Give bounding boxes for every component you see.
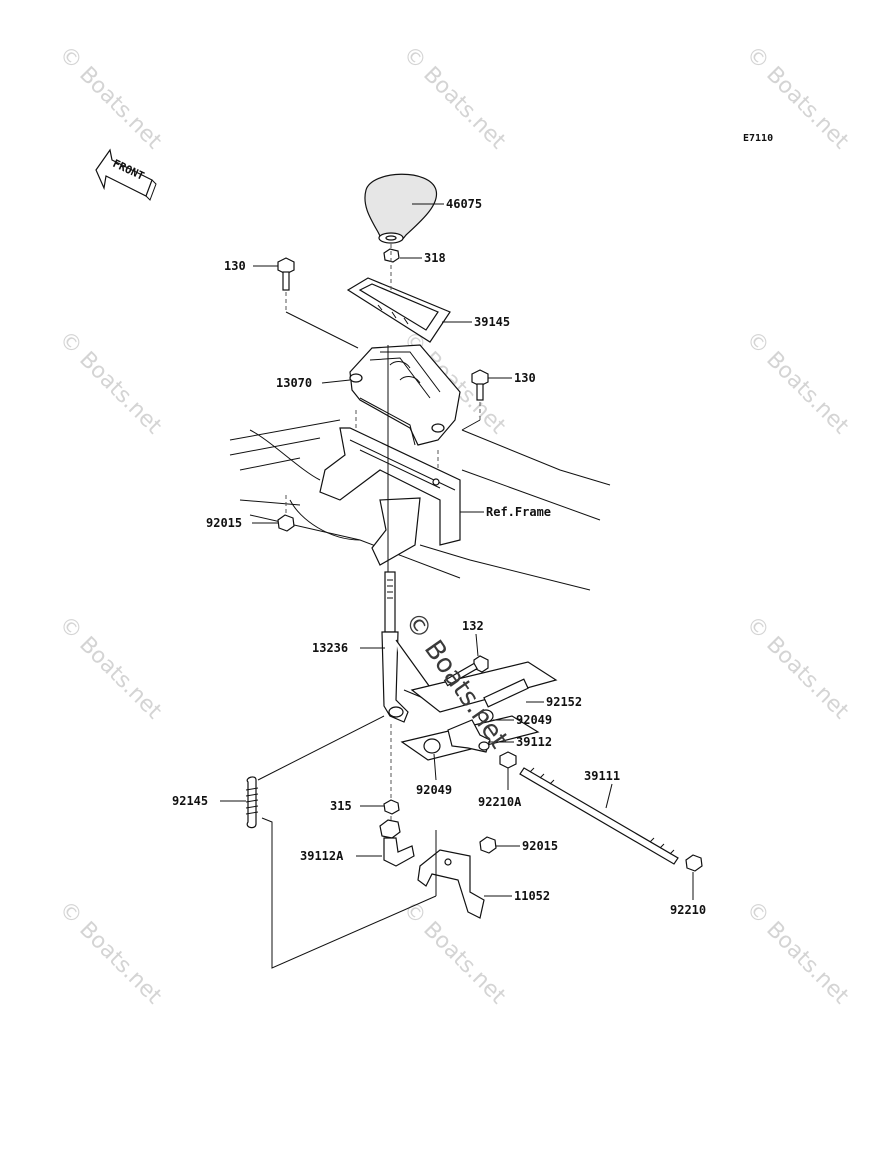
spring-92145: [245, 776, 259, 829]
watermark: © Boats.net: [54, 42, 167, 155]
watermark: © Boats.net: [741, 612, 854, 725]
label-39145: 39145: [474, 315, 510, 329]
arm-39112: [447, 719, 491, 753]
washer-92049-lower: [423, 738, 441, 754]
label-130-left: 130: [224, 259, 246, 273]
shift-lever: [381, 571, 433, 723]
leader-lines: [220, 203, 694, 900]
nut-92210: [685, 854, 703, 872]
nut-92210a: [499, 751, 517, 769]
label-39111: 39111: [584, 769, 620, 783]
label-92049-lower: 92049: [416, 783, 452, 797]
label-92015-lower: 92015: [522, 839, 558, 853]
nut-92015-upper: [277, 514, 295, 532]
front-arrow-icon: FRONT: [95, 148, 157, 201]
nut-318: [383, 248, 400, 263]
label-46075: 46075: [446, 197, 482, 211]
pivot-plate-upper: [410, 661, 558, 713]
bolt-130-left: [277, 257, 295, 291]
label-92015-upper: 92015: [206, 516, 242, 530]
bolt-130-right: [471, 369, 489, 401]
label-92152: 92152: [546, 695, 582, 709]
label-92145: 92145: [172, 794, 208, 808]
assembly-lines: [257, 311, 481, 969]
nut-92015-lower: [479, 836, 497, 854]
label-39112: 39112: [516, 735, 552, 749]
shift-gate-plate: [346, 277, 451, 343]
bracket-11052: [417, 849, 485, 919]
console-housing: [349, 344, 461, 446]
nut-315: [383, 799, 400, 815]
label-92210a: 92210A: [478, 795, 522, 809]
frame-outline: [229, 419, 611, 591]
label-39112a: 39112A: [300, 849, 344, 863]
shaft-92152: [483, 678, 529, 708]
label-318: 318: [424, 251, 446, 265]
label-92049-upper: 92049: [516, 713, 552, 727]
alignment-lines: [285, 244, 481, 822]
label-11052: 11052: [514, 889, 550, 903]
watermark: © Boats.net: [741, 327, 854, 440]
watermark: © Boats.net: [398, 897, 511, 1010]
label-13236: 13236: [312, 641, 348, 655]
diagram-code: E7110: [743, 133, 773, 144]
label-132: 132: [462, 619, 484, 633]
label-130-right: 130: [514, 371, 536, 385]
label-13070: 13070: [276, 376, 312, 390]
label-315: 315: [330, 799, 352, 813]
watermark: © Boats.net: [54, 327, 167, 440]
label-ref-frame: Ref.Frame: [486, 505, 551, 519]
part-labels: 46075 318 130 39145 130 13070 Ref.Frame …: [172, 197, 706, 917]
label-92210: 92210: [670, 903, 706, 917]
washer-92049-upper: [478, 709, 494, 723]
watermark: © Boats.net: [398, 42, 511, 155]
watermark: © Boats.net: [54, 612, 167, 725]
shift-knob: [364, 173, 438, 244]
console-bracket: [319, 427, 461, 566]
bolt-132: [443, 655, 489, 687]
watermark: © Boats.net: [54, 897, 167, 1010]
rod-39111: [519, 767, 679, 865]
ball-joint-39112a: [379, 819, 415, 867]
watermark: © Boats.net: [741, 897, 854, 1010]
